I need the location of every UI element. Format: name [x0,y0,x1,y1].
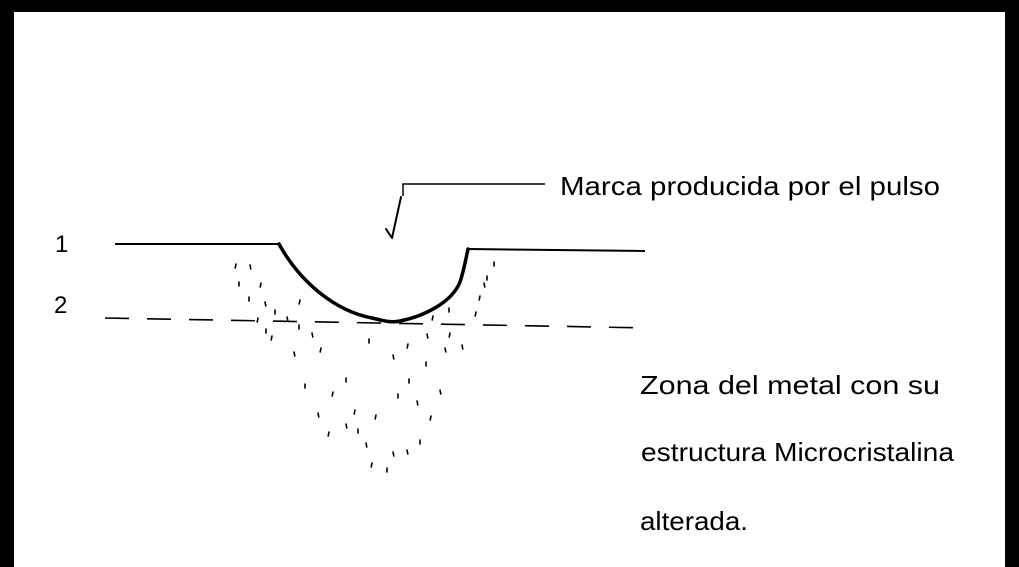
stipple-dot [264,301,267,307]
stipple-dot [374,414,377,420]
stipple-dot [444,347,447,353]
stipple-dot [234,263,237,269]
stipple-dot [293,351,296,357]
altered-zone-stipple [234,261,495,473]
stipple-dot [406,343,409,349]
stipple-dot [416,400,419,406]
stipple-dot [327,431,330,437]
stipple-dot [256,317,259,323]
pulse-arrow-icon [385,196,402,239]
zone-label-line-3: alterada. [640,506,748,536]
stipple-dot [331,391,334,397]
stipple-dot [365,442,368,448]
pulse-callout-leader [402,183,545,196]
stipple-dot [270,335,273,341]
stipple-dot [311,332,314,338]
stipple-dot [406,449,409,455]
stipple-dot [478,295,481,301]
stipple-dot [298,299,301,305]
stipple-dot [259,282,262,288]
dashed-line-2 [104,317,651,329]
stipple-dot [370,462,373,468]
stipple-dot [249,264,252,270]
stipple-dot [483,282,486,288]
stipple-dot [439,389,442,395]
surface-label-2: 2 [54,292,67,319]
pulse-mark-label: Marca producida por el pulso [560,171,940,201]
stipple-dot [426,333,429,339]
stipple-dot [353,409,356,415]
stipple-dot [429,415,432,421]
surface-line-right [467,248,646,252]
stipple-dot [345,423,348,429]
stipple-dot [317,412,320,418]
stipple-dot [448,332,451,338]
stipple-dot [392,451,395,457]
stipple-dot [286,316,289,322]
zone-label-line-1: Zona del metal con su [640,370,940,400]
surface-label-1: 1 [55,231,68,258]
crater-mark [277,242,470,324]
stipple-dot [431,315,434,321]
zone-label-line-2: estructura Microcristalina [641,437,955,467]
stipple-dot [319,347,322,353]
stipple-dot [461,344,464,350]
stipple-dot [392,354,395,360]
stipple-dot [474,311,477,317]
